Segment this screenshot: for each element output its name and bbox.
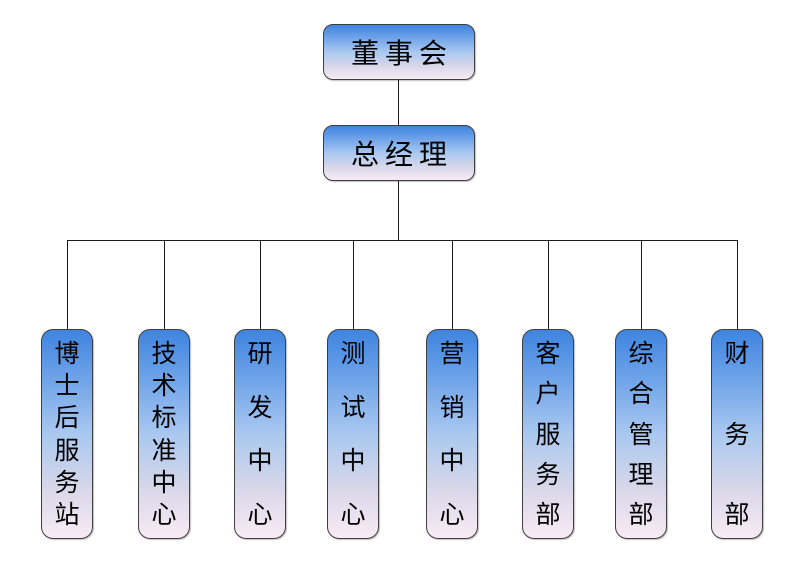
connector-drop-8 <box>737 240 738 330</box>
connector-board-to-gm <box>398 80 399 126</box>
connector-gm-to-bus <box>398 181 399 240</box>
org-box-dept-tech-standards-center: 技术标准中心 <box>138 329 190 539</box>
org-box-dept-postdoc-service-station: 博士后服务站 <box>41 329 93 539</box>
connector-horizontal-bus <box>67 240 737 241</box>
org-box-dept-rd-center: 研发中心 <box>234 329 286 539</box>
connector-drop-1 <box>67 240 68 330</box>
org-box-dept-finance: 财务部 <box>711 329 763 539</box>
org-box-general-manager: 总经理 <box>323 125 475 181</box>
connector-drop-4 <box>353 240 354 330</box>
connector-drop-5 <box>452 240 453 330</box>
org-box-dept-testing-center: 测试中心 <box>327 329 379 539</box>
connector-drop-7 <box>641 240 642 330</box>
org-box-dept-customer-service: 客户服务部 <box>522 329 574 539</box>
connector-drop-6 <box>548 240 549 330</box>
org-box-dept-marketing-center: 营销中心 <box>426 329 478 539</box>
org-box-dept-general-admin: 综合管理部 <box>615 329 667 539</box>
connector-drop-3 <box>260 240 261 330</box>
org-box-board: 董事会 <box>323 24 475 80</box>
connector-drop-2 <box>164 240 165 330</box>
